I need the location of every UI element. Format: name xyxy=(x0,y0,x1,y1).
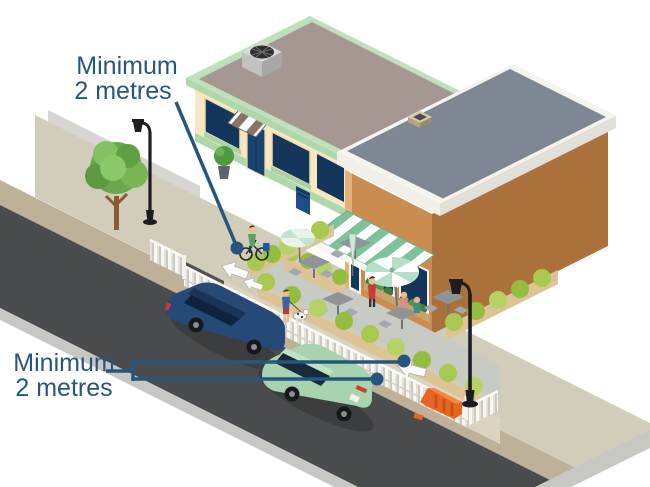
callout-top-label-line1: Minimum xyxy=(76,52,177,80)
parapet-side xyxy=(440,115,616,216)
street-lamp-right xyxy=(449,279,478,408)
callout-dot xyxy=(370,372,384,386)
patio-table xyxy=(288,255,334,278)
closed-umbrella xyxy=(348,233,357,276)
callout-dot xyxy=(397,354,411,368)
patio-umbrella xyxy=(280,228,316,263)
patio-furniture xyxy=(288,236,468,329)
right-curb-strip xyxy=(535,430,650,487)
dog-leash xyxy=(288,300,302,313)
planter-hedge xyxy=(445,269,558,340)
window-sill xyxy=(204,132,241,155)
suv-glass xyxy=(184,295,240,326)
planter-topiary xyxy=(214,146,234,179)
street-lamp-left xyxy=(132,119,157,225)
person-standing xyxy=(368,276,376,307)
callout-top-label-line2: 2 metres xyxy=(74,77,171,105)
callout-bottom-label-line1: Minimum xyxy=(13,349,114,377)
suv-taillight xyxy=(164,302,172,311)
street-tree xyxy=(85,141,148,230)
rooftop-hvac-unit xyxy=(242,42,282,77)
callout-dot xyxy=(230,241,244,255)
car-taillight xyxy=(355,385,368,394)
patio-table xyxy=(378,306,418,329)
pannier-bag xyxy=(263,243,270,251)
barrier-top xyxy=(428,388,462,404)
storefront-window xyxy=(317,154,344,202)
callout-top: Minimum 2 metres xyxy=(74,52,244,255)
callout-line xyxy=(174,101,238,246)
window-sill xyxy=(271,166,311,190)
dog-walker xyxy=(282,289,310,324)
parked-suv xyxy=(164,282,285,371)
suv-roof xyxy=(188,288,246,319)
patio xyxy=(247,221,558,417)
roof-surface-slate xyxy=(347,69,606,199)
cyclist xyxy=(239,225,270,261)
person-seated xyxy=(400,291,408,308)
license-plate xyxy=(349,393,360,403)
mailbox xyxy=(296,186,310,215)
gutter-strip xyxy=(0,308,358,487)
patio-umbrella xyxy=(365,257,419,307)
foreground-white xyxy=(0,320,334,487)
right-building-side-wall xyxy=(432,126,608,334)
bottom-right-white xyxy=(571,448,650,487)
person-seated xyxy=(413,296,421,313)
planter-hedge xyxy=(257,273,492,417)
roof-vent xyxy=(408,111,432,128)
parapet-front xyxy=(337,152,440,216)
traffic-barrier xyxy=(413,388,462,421)
roof-trim-band xyxy=(186,78,352,168)
callout-bottom: Minimum 2 metres xyxy=(13,349,411,402)
callout-bottom-label-line2: 2 metres xyxy=(15,374,112,402)
dalmatian-dog xyxy=(293,308,310,324)
